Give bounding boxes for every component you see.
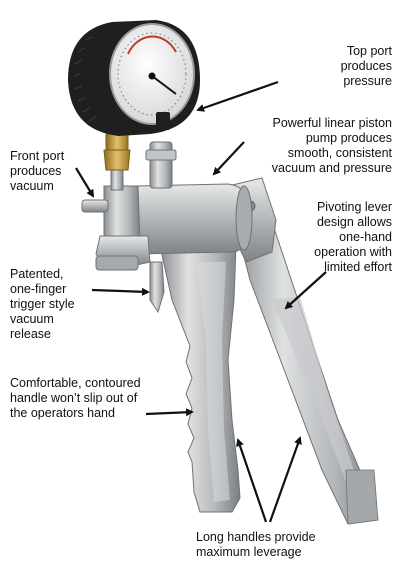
arrow-handle [145,408,194,417]
callout-pivoting-lever: Pivoting lever design allows one-hand op… [314,200,392,274]
gauge-needle [151,75,177,95]
pump [68,20,379,525]
arrow-top-port [196,80,279,112]
callout-piston-pump: Powerful linear piston pump produces smo… [271,116,392,175]
arrow-long-handles-left [236,438,268,523]
arrow-piston [212,141,245,176]
trigger-vacuum-release[interactable] [149,261,165,314]
top-pressure-port[interactable] [149,141,173,189]
callout-long-handles: Long handles provide maximum leverage [196,530,316,559]
callout-top-port: Top port produces pressure [340,44,392,88]
callout-arrows [75,80,327,523]
arrow-long-handles-right [268,436,302,523]
pressure-gauge [68,20,200,136]
arrow-trigger [91,287,150,296]
arrow-front-port [75,167,95,198]
front-vacuum-port[interactable] [81,199,109,213]
callout-trigger-release: Patented, one-finger trigger style vacuu… [10,267,75,341]
callout-front-port: Front port produces vacuum [10,149,65,193]
callout-contoured-handle: Comfortable, contoured handle won’t slip… [10,376,141,420]
arrow-lever [284,271,327,310]
brass-fitting [103,149,131,171]
